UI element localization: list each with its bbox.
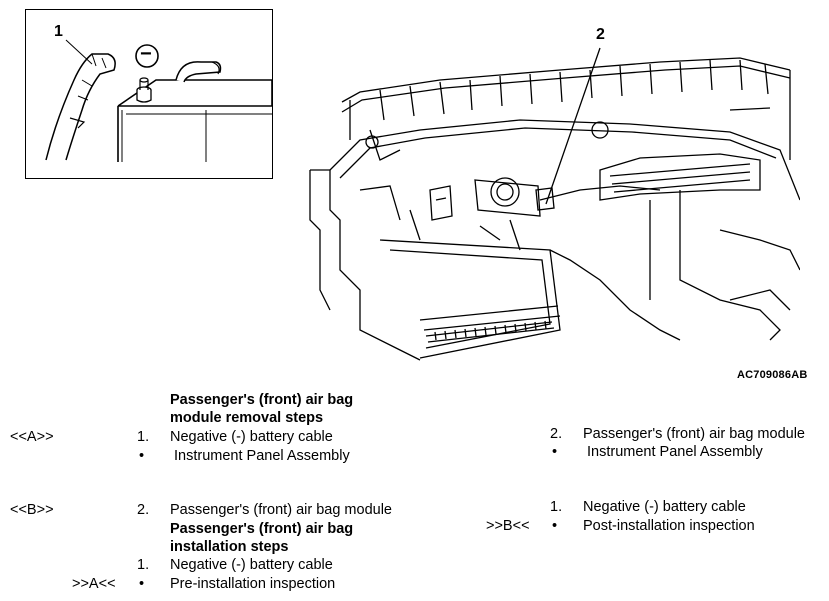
callout-number-2: 2 xyxy=(596,26,605,43)
right-step-text: Passenger's (front) air bag module xyxy=(583,426,805,442)
installation-step-number: 1. xyxy=(137,557,150,573)
callout-number-1: 1 xyxy=(54,23,63,40)
removal-step-number: 2. xyxy=(137,502,150,518)
right-step-bullet: • xyxy=(552,518,558,534)
right-step-text: Post-installation inspection xyxy=(583,518,755,534)
installation-heading-line-2: installation steps xyxy=(170,539,289,555)
battery-inset-illustration xyxy=(25,9,273,179)
removal-heading-line-2: module removal steps xyxy=(170,410,324,426)
right-step-number: 2. xyxy=(550,426,563,442)
battery-illustration xyxy=(45,39,272,162)
right-step-marker: >>B<< xyxy=(486,518,530,534)
installation-step-marker: >>A<< xyxy=(72,576,116,592)
right-step-number: 1. xyxy=(550,499,563,515)
removal-step-text: Instrument Panel Assembly xyxy=(170,448,350,464)
installation-step-text: Negative (-) battery cable xyxy=(170,557,333,573)
removal-step-text: Passenger's (front) air bag module xyxy=(170,502,392,518)
installation-heading-line-1: Passenger's (front) air bag xyxy=(170,521,354,537)
removal-step-marker: <<A>> xyxy=(10,429,54,445)
right-step-bullet: • xyxy=(552,444,558,460)
installation-step-text: Pre-installation inspection xyxy=(170,576,336,592)
removal-step-number: 1. xyxy=(137,429,150,445)
removal-step-bullet: • xyxy=(139,448,145,464)
negative-symbol: − xyxy=(140,43,152,65)
instrument-panel-illustration xyxy=(309,47,800,361)
right-step-text: Negative (-) battery cable xyxy=(583,499,746,515)
right-step-text: Instrument Panel Assembly xyxy=(583,444,763,460)
removal-heading-line-1: Passenger's (front) air bag xyxy=(170,392,354,408)
illustration-reference-code: AC709086AB xyxy=(737,369,808,381)
removal-step-text: Negative (-) battery cable xyxy=(170,429,333,445)
installation-step-bullet: • xyxy=(139,576,145,592)
removal-step-marker: <<B>> xyxy=(10,502,54,518)
